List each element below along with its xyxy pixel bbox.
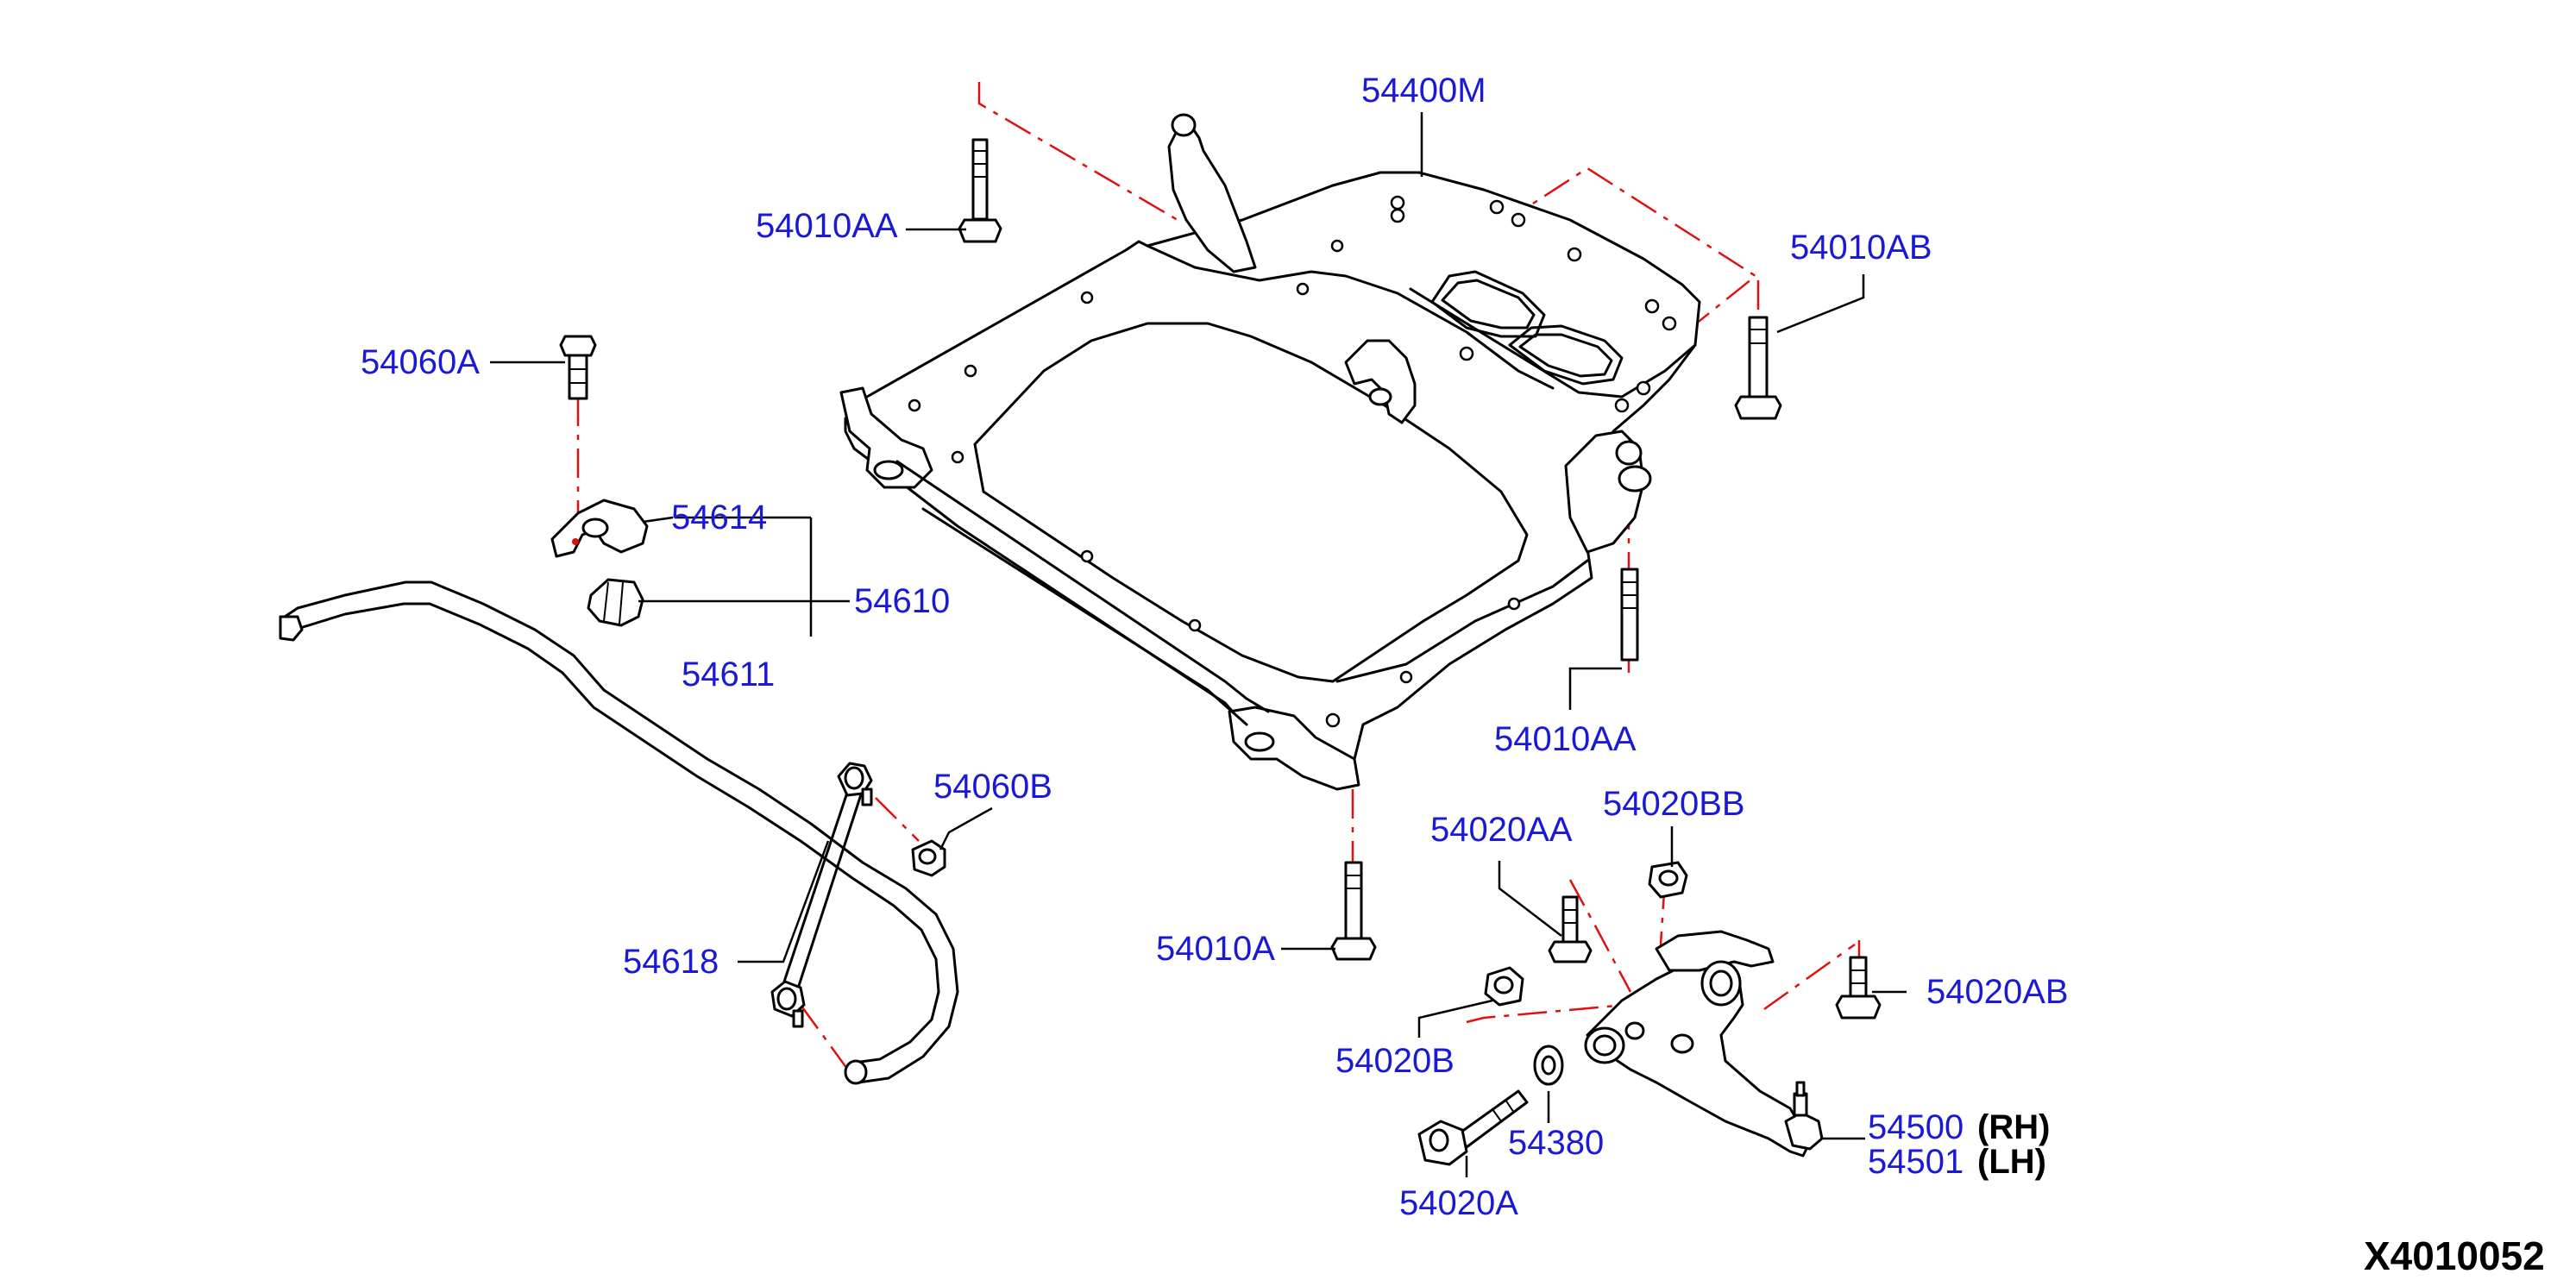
- label-54618[interactable]: 54618: [623, 943, 719, 981]
- label-54500[interactable]: 54500: [1868, 1108, 1963, 1146]
- bolt-54010AA-mid: [1620, 568, 1639, 662]
- label-54400M[interactable]: 54400M: [1361, 72, 1486, 110]
- label-54020AB[interactable]: 54020AB: [1926, 973, 2069, 1011]
- label-54611[interactable]: 54611: [682, 656, 775, 693]
- member-holes: [908, 195, 1677, 728]
- bushing-54610: [587, 578, 644, 627]
- label-54614[interactable]: 54614: [671, 499, 767, 536]
- nut-54020B: [1484, 966, 1524, 1007]
- label-54020B[interactable]: 54020B: [1335, 1042, 1454, 1080]
- lower-control-arm: [1584, 930, 1824, 1158]
- label-54500-side: (RH): [1977, 1108, 2050, 1146]
- label-54020AA[interactable]: 54020AA: [1430, 811, 1573, 849]
- center-lines: [576, 82, 1861, 1079]
- nut-54060B: [911, 839, 946, 877]
- label-54610[interactable]: 54610: [854, 582, 950, 620]
- bolt-54020AA: [1548, 895, 1593, 963]
- label-54010AB[interactable]: 54010AB: [1790, 229, 1932, 267]
- label-54060A[interactable]: 54060A: [361, 343, 480, 381]
- label-54380[interactable]: 54380: [1508, 1124, 1604, 1162]
- label-54010AA-top[interactable]: 54010AA: [756, 207, 898, 245]
- diagram-id: X4010052: [2364, 1233, 2545, 1278]
- label-54010AA-mid[interactable]: 54010AA: [1494, 720, 1637, 758]
- label-54010A[interactable]: 54010A: [1156, 930, 1275, 968]
- stabilizer-link: [770, 762, 873, 1028]
- bolt-54010AB: [1734, 316, 1782, 420]
- part-labels: 54400M 54010AA 54010AB 54060A 54614 5461…: [361, 72, 2069, 1222]
- nut-54020BB: [1648, 861, 1688, 899]
- bolt-54020AB: [1835, 956, 1882, 1020]
- clamp-54614: [550, 499, 649, 558]
- bolt-54010A: [1330, 861, 1377, 961]
- stabilizer-bar: [279, 580, 959, 1085]
- label-54501[interactable]: 54501: [1868, 1143, 1963, 1181]
- label-54020BB[interactable]: 54020BB: [1603, 785, 1745, 823]
- label-54060B[interactable]: 54060B: [933, 768, 1052, 806]
- label-54020A[interactable]: 54020A: [1399, 1184, 1518, 1222]
- leader-lines: [490, 112, 1907, 1177]
- suspension-member: [839, 113, 1701, 791]
- bolt-54060A: [559, 335, 597, 400]
- label-54501-side: (LH): [1977, 1143, 2046, 1181]
- washer-54380: [1533, 1045, 1564, 1086]
- bolt-54010AA-top: [958, 138, 1002, 243]
- bolt-54020A: [1417, 1089, 1529, 1166]
